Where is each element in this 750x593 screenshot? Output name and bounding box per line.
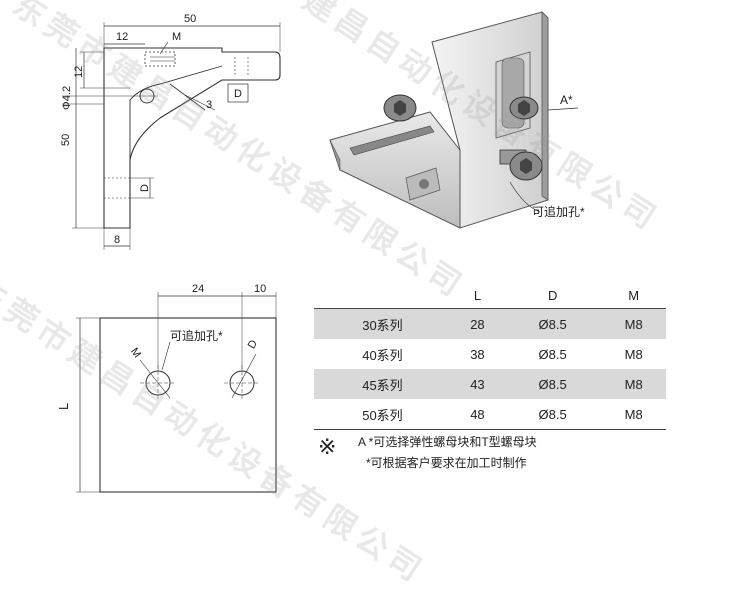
- iso-label-hole: 可追加孔*: [532, 204, 585, 219]
- iso-view-drawing: A* 可追加孔*: [329, 11, 585, 229]
- dim-height-50: 50: [60, 134, 72, 146]
- top-view-drawing: M D 可追加孔* 24 10 L: [56, 283, 277, 493]
- cell-l: 38: [470, 346, 485, 362]
- dim-left-12: 12: [73, 66, 85, 78]
- cell-l: 43: [450, 369, 504, 399]
- spec-table-header: L D M: [314, 282, 666, 309]
- top-dim-l: L: [56, 403, 71, 410]
- top-dim-m: M: [128, 346, 143, 360]
- iso-screw-top: [383, 94, 417, 122]
- cell-m: M8: [601, 369, 666, 399]
- bracket-outline: [103, 47, 281, 229]
- dim-d-top: D: [234, 88, 242, 100]
- header-series: [314, 282, 451, 309]
- header-d: D: [503, 282, 602, 309]
- dim-top-12: 12: [116, 31, 128, 43]
- cell-series: 45系列: [314, 369, 451, 399]
- note-line-2: *可根据客户要求在加工时制作: [366, 456, 527, 470]
- table-row: 30系列 28 Ø8.5 M8: [314, 308, 666, 339]
- header-m: M: [601, 282, 666, 309]
- dim-m-label: M: [172, 31, 181, 43]
- header-l: L: [450, 282, 504, 309]
- cell-d: Ø8.5: [503, 399, 602, 430]
- dim-d-side: D: [139, 184, 151, 192]
- top-dim-10: 10: [254, 283, 266, 295]
- cell-m: M8: [601, 308, 666, 339]
- cell-series: 30系列: [314, 308, 451, 339]
- note-line-1: A *可选择弹性螺母块和T型螺母块: [358, 435, 537, 449]
- cell-l: 28: [450, 308, 504, 339]
- iso-screw-right: [509, 96, 539, 120]
- cell-m: M8: [601, 399, 666, 430]
- cell-m: M8: [624, 346, 643, 362]
- table-row: 50系列 48 Ø8.5 M8: [314, 399, 666, 430]
- cell-series: 50系列: [314, 399, 451, 430]
- top-slot: [144, 51, 176, 67]
- top-dim-d: D: [246, 338, 260, 351]
- iso-label-a: A*: [560, 93, 573, 107]
- cell-d: Ø8.5: [538, 346, 567, 362]
- dim-bottom-8: 8: [114, 234, 120, 246]
- top-dim-24: 24: [192, 283, 204, 295]
- dim-d-top-box: [227, 83, 249, 103]
- side-view-drawing: 50 12 M 12 Φ4.2 3 D 50 D 8: [60, 13, 281, 250]
- iso-screw-bottom: [499, 149, 543, 181]
- table-row: 45系列 43 Ø8.5 M8: [314, 369, 666, 399]
- cell-series: 40系列: [362, 347, 403, 363]
- dim-width-50: 50: [184, 13, 196, 25]
- cell-d: Ø8.5: [503, 308, 602, 339]
- table-row: 40系列 38 Ø8.5 M8: [314, 339, 666, 369]
- top-plate: [99, 317, 277, 493]
- dim-hole-dia: Φ4.2: [61, 86, 73, 110]
- top-label-hole: 可追加孔*: [170, 328, 223, 343]
- dim-slot-3: 3: [206, 99, 212, 111]
- iso-base-plate: [329, 111, 461, 229]
- spec-table: L D M 30系列 28 Ø8.5 M8 40系列 38 Ø8.5 M8 45…: [314, 282, 666, 430]
- cell-l: 48: [450, 399, 504, 430]
- note-symbol: ※: [318, 434, 337, 459]
- cell-d: Ø8.5: [503, 369, 602, 399]
